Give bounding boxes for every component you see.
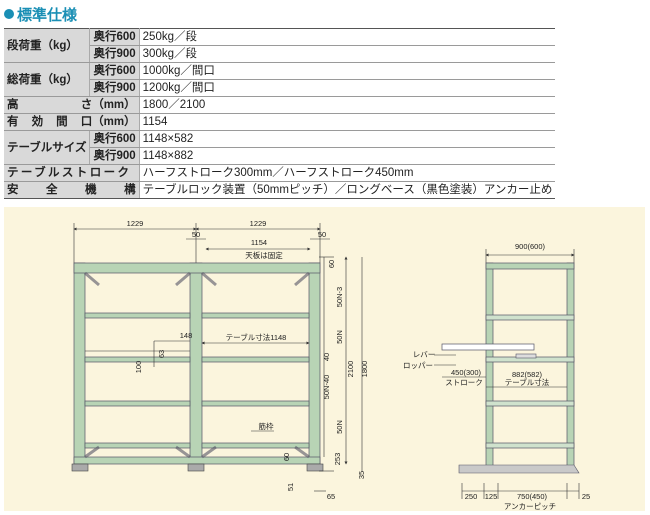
dim-label: 900(600) [515, 242, 546, 251]
dim-label: 50N [335, 420, 344, 434]
height-label: 高 さ（mm） [4, 96, 140, 114]
depth-label: 奥行600 [89, 62, 140, 80]
dim-label: 1229 [127, 219, 144, 228]
dim-label: 100 [134, 361, 143, 374]
safety-label: 安全機構 [4, 181, 140, 199]
label-part: 間 [56, 116, 68, 128]
dim-label: 125 [485, 492, 498, 501]
dim-label: 65 [327, 492, 335, 501]
label-part: 高 [7, 99, 19, 111]
depth-label: 奥行600 [89, 28, 140, 46]
label-part: さ（mm） [80, 99, 136, 111]
note-label: ロッパー [403, 361, 433, 370]
table-row: 奥行900 300kg／段 [4, 45, 556, 63]
label-part: 効 [31, 116, 44, 128]
table-row: 奥行900 1200kg／間口 [4, 79, 556, 97]
side-view-drawing: 900(600) レバー ロッパー 450(300) ストローク 882(582… [403, 242, 590, 511]
dim-label: 60 [327, 260, 336, 268]
dim-label: 50N [335, 330, 344, 344]
bullet-icon [4, 9, 14, 19]
spec-value: 1800／2100 [139, 96, 556, 114]
table-size-label: テーブルサイズ [4, 130, 91, 165]
note-label: レバー [413, 350, 436, 359]
front-view-drawing: 1229 1229 50 1154 50 天板は固定 148 テーブル寸法114… [71, 219, 590, 511]
note-label: ストローク [445, 378, 483, 387]
spec-value: ハーフストローク300mm／ハーフストローク450mm [139, 164, 556, 182]
depth-label: 奥行900 [89, 79, 140, 97]
dim-label: 1229 [250, 219, 267, 228]
table-row: 段荷重（kg） 奥行600 250kg／段 [4, 28, 556, 63]
table-row: テーブルストローク ハーフストローク300mm／ハーフストローク450mm [4, 164, 556, 182]
section-title: 標準仕様 [4, 4, 77, 24]
spec-value: 1148×582 [139, 130, 556, 148]
dim-label: 50N-40 [322, 375, 331, 400]
dim-label: 253 [333, 453, 342, 466]
dim-label: 50 [192, 230, 200, 239]
dim-label: 63 [157, 350, 166, 358]
note-label: テーブル寸法 [505, 377, 550, 387]
rack-frame [71, 262, 324, 472]
dim-label: 60 [282, 453, 291, 461]
dim-label: 1154 [251, 238, 267, 247]
spec-value: 250kg／段 [139, 28, 556, 46]
dim-label: 250 [465, 492, 478, 501]
note-label: 筋枠 [259, 421, 274, 431]
depth-label: 奥行600 [89, 130, 140, 148]
spec-value: 1148×882 [139, 147, 556, 165]
table-row: 高 さ（mm） 1800／2100 [4, 96, 556, 114]
note-label: テーブル寸法1148 [226, 332, 287, 342]
dim-label: 148 [180, 331, 193, 340]
note-label: 天板は固定 [245, 250, 283, 260]
dim-label: 750(450) [517, 492, 548, 501]
dim-label: 50 [318, 230, 326, 239]
dim-label: 450(300) [451, 368, 482, 377]
dim-label: 35 [357, 471, 366, 479]
depth-label: 奥行900 [89, 45, 140, 63]
dim-label: 882(582) [512, 370, 543, 379]
total-load-label: 総荷重（kg） [4, 62, 91, 97]
section-title-text: 標準仕様 [17, 6, 78, 24]
label-part: 全 [46, 184, 58, 196]
drawing-panel: 1229 1229 50 1154 50 天板は固定 148 テーブル寸法114… [4, 207, 645, 511]
label-part: 安 [7, 184, 19, 196]
label-part: 構 [124, 184, 136, 196]
label-part: 機 [85, 184, 97, 196]
note-label: アンカーピッチ [504, 502, 556, 511]
dim-label: 2100 [346, 361, 355, 378]
table-row: 安 全 機 構 テーブルロック装置（50mmピッチ）／ロングベース（黒色塗装）アンカー… [4, 181, 556, 199]
dim-label: 40 [322, 353, 331, 361]
spec-value: 1154 [139, 113, 556, 131]
spec-value: 300kg／段 [139, 45, 556, 63]
dim-label: 51 [286, 483, 295, 491]
stroke-label: テーブルストローク [4, 164, 140, 182]
dim-label: 1800 [360, 361, 369, 378]
table-row: 総荷重（kg） 奥行600 1000kg／間口 [4, 62, 556, 97]
shelf-load-label: 段荷重（kg） [4, 28, 91, 63]
width-label: 有効間口（mm） [4, 113, 140, 131]
spec-table: 段荷重（kg） 奥行600 250kg／段 奥行900 300kg／段 総荷重（… [4, 28, 556, 199]
label-part: 有 [7, 116, 19, 128]
table-row: テーブルサイズ 奥行600 1148×582 [4, 130, 556, 165]
spec-value: 1000kg／間口 [139, 62, 556, 80]
table-row: 有効間口（mm） 1154 [4, 113, 556, 131]
table-row: 奥行900 1148×882 [4, 147, 556, 165]
spec-value: テーブルロック装置（50mmピッチ）／ロングベース（黒色塗装）アンカー止め [139, 181, 556, 199]
spec-value: 1200kg／間口 [139, 79, 556, 97]
dim-label: 25 [582, 492, 590, 501]
label-part: 口（mm） [80, 116, 136, 128]
dim-label: 50N-3 [335, 287, 344, 307]
depth-label: 奥行900 [89, 147, 140, 165]
